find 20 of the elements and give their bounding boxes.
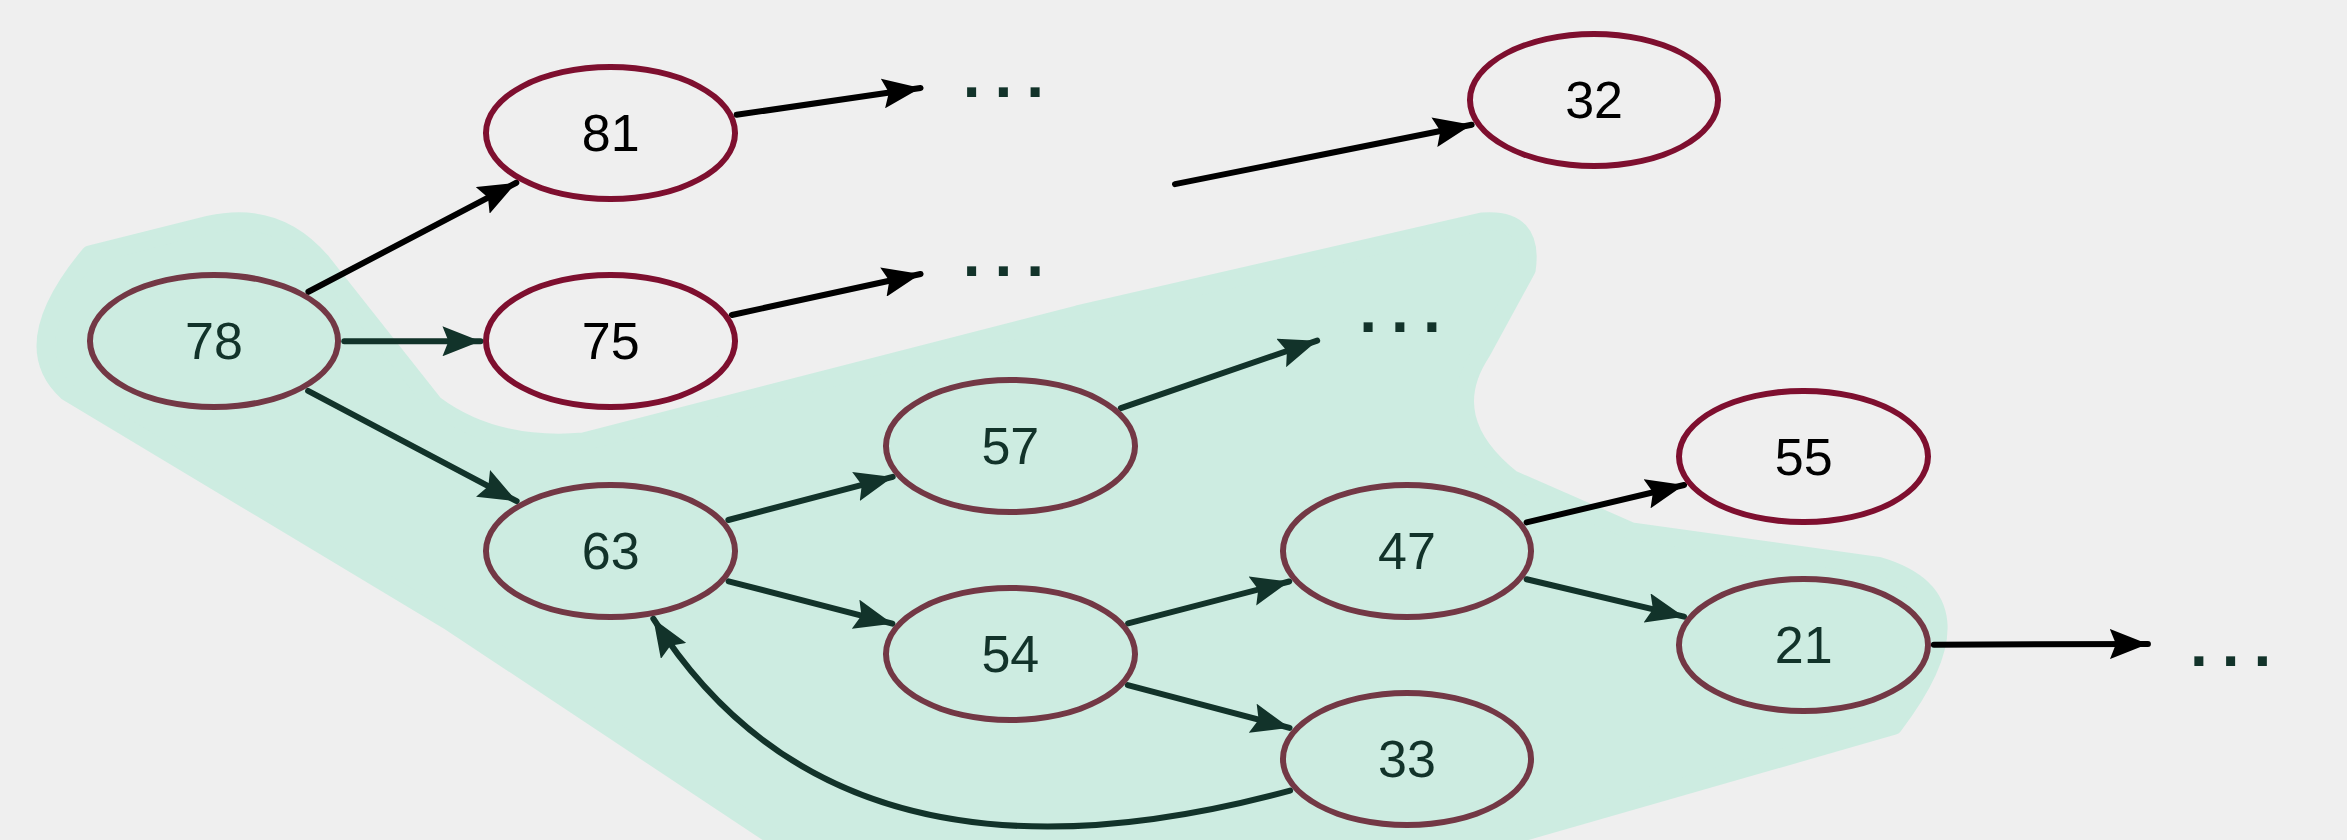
- arrow: [305, 387, 520, 505]
- ellipsis-label: ...: [1317, 264, 1497, 355]
- node-label: 57: [981, 420, 1040, 473]
- ellipsis-label: ...: [2147, 598, 2328, 689]
- node-label: 21: [1774, 619, 1833, 672]
- node-label: 32: [1565, 74, 1623, 127]
- node-label: 47: [1378, 524, 1436, 577]
- node-label: 54: [981, 628, 1040, 681]
- arrow: [305, 179, 520, 295]
- node-label: 78: [185, 315, 243, 368]
- ellipsis-label: ...: [920, 209, 1101, 300]
- node-label: 63: [581, 524, 640, 577]
- arrow: [341, 326, 484, 357]
- node-label: 81: [581, 107, 640, 160]
- arrow: [733, 78, 924, 118]
- node-label: 75: [581, 315, 640, 368]
- node-label: 33: [1378, 732, 1436, 785]
- arrow: [1930, 629, 2151, 660]
- ellipsis-label: ...: [920, 29, 1101, 120]
- node-label: 55: [1774, 430, 1833, 483]
